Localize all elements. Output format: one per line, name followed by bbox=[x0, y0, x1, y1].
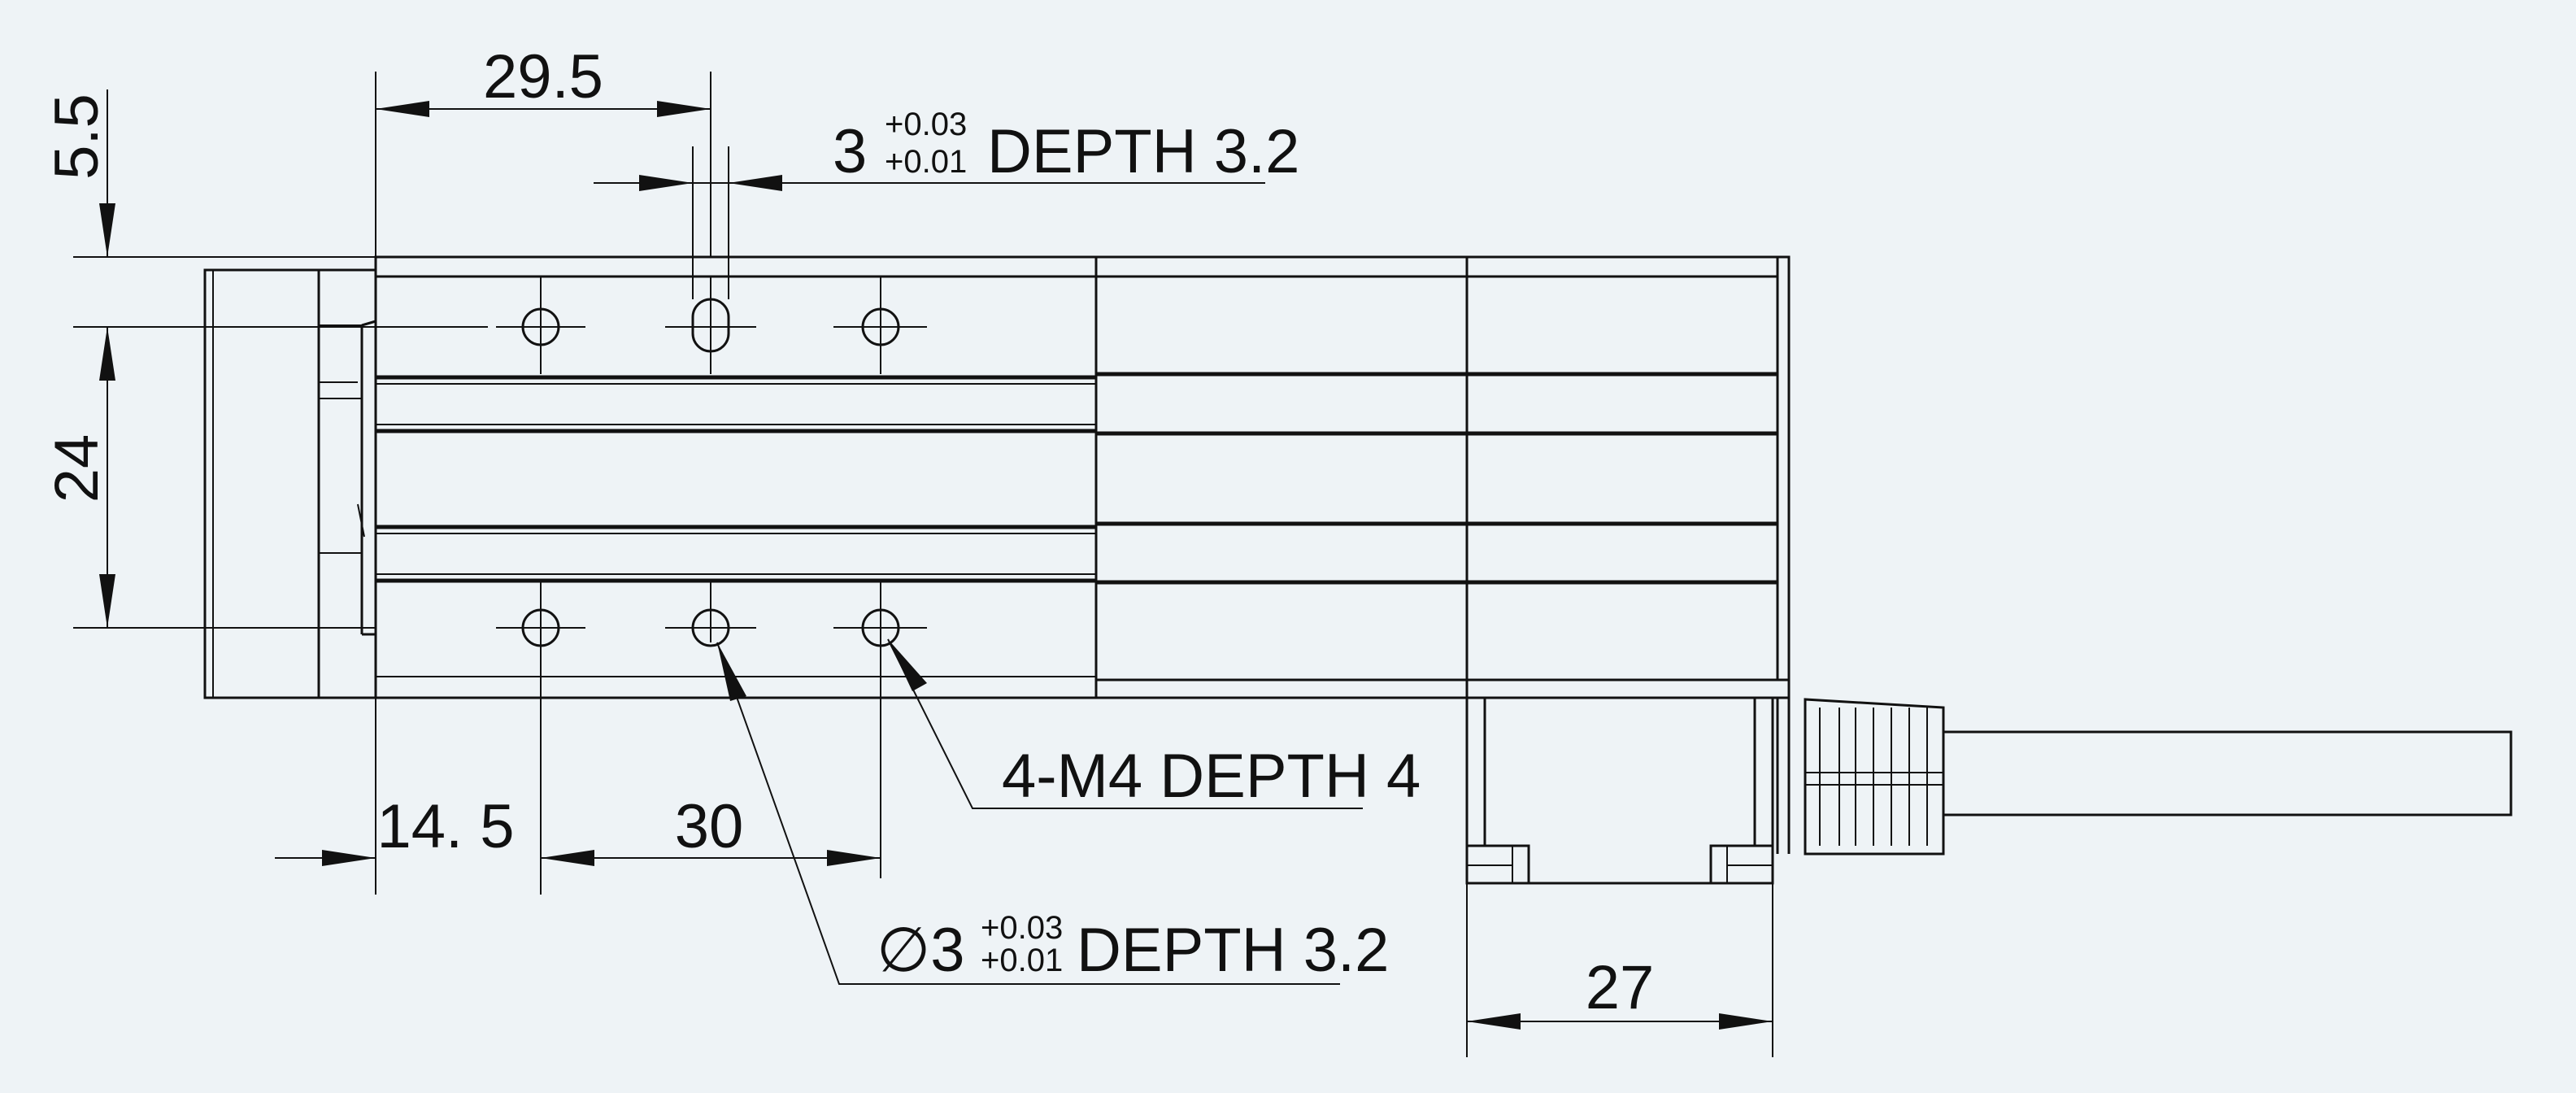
tapped-holes-callout: 4-M4 DEPTH 4 bbox=[1002, 742, 1421, 811]
mounting-holes bbox=[496, 277, 927, 895]
cable-connector bbox=[1776, 698, 2513, 856]
slot-tol-upper: +0.03 bbox=[885, 107, 967, 142]
slot-depth: DEPTH 3.2 bbox=[987, 117, 1299, 186]
dim-29-5: 29.5 bbox=[483, 42, 603, 111]
pin-hole-tol-upper: +0.03 bbox=[981, 910, 1063, 946]
actuator-body bbox=[203, 255, 1791, 699]
dim-24: 24 bbox=[42, 434, 111, 503]
dim-30: 30 bbox=[675, 792, 744, 861]
pin-hole-callout: ∅3 +0.03 +0.01 DEPTH 3.2 bbox=[877, 910, 1389, 985]
dimension-lines bbox=[73, 72, 1773, 1057]
dim-27: 27 bbox=[1586, 953, 1655, 1022]
slot-tol-lower: +0.01 bbox=[885, 144, 967, 180]
dim-14-5: 14. 5 bbox=[376, 792, 514, 861]
dimension-labels: 29.5 5.5 24 14. 5 30 27 3 +0.03 +0.01 DE… bbox=[42, 42, 1654, 1022]
slot-nominal: 3 bbox=[833, 117, 867, 186]
pin-hole-tol-lower: +0.01 bbox=[981, 943, 1063, 978]
dim-5-5: 5.5 bbox=[42, 94, 111, 180]
slot-callout: 3 +0.03 +0.01 DEPTH 3.2 bbox=[833, 107, 1299, 186]
pin-hole-depth: DEPTH 3.2 bbox=[1077, 916, 1389, 985]
connector-bracket bbox=[1465, 698, 1774, 885]
pin-hole-nominal: ∅3 bbox=[877, 916, 964, 985]
